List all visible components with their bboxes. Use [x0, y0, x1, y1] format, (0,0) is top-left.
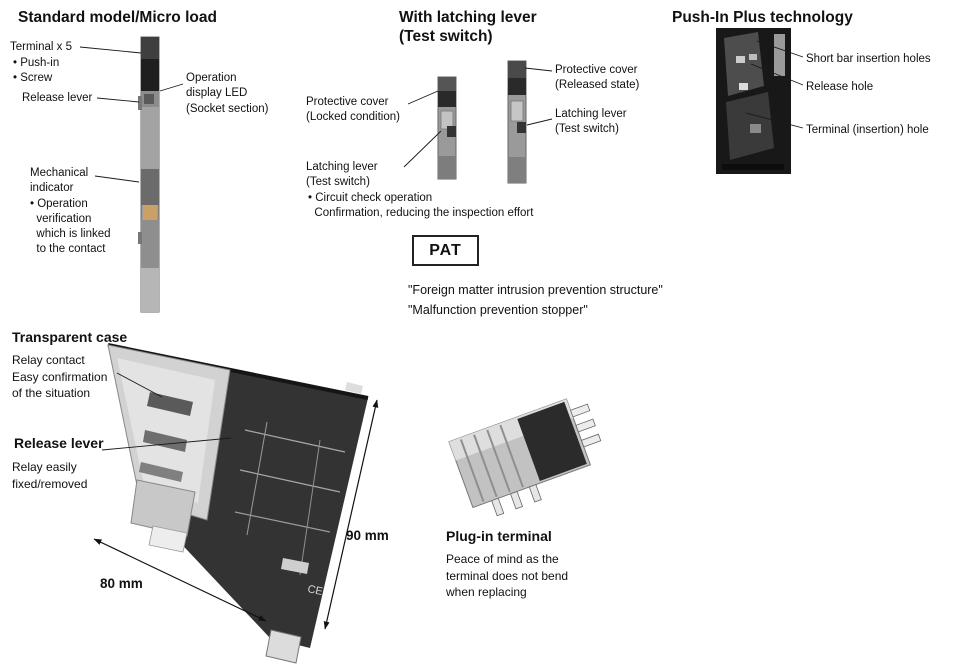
plug-in-terminal-photo — [448, 398, 602, 517]
pat-badge: PAT — [412, 235, 479, 266]
svg-text:CE: CE — [306, 583, 323, 598]
latching-lever-left-label: Latching lever (Test switch) — [306, 161, 378, 189]
latching-relay-locked-photo — [437, 76, 457, 180]
mechanical-indicator-label: Mechanical indicator • Operation verific… — [30, 167, 111, 256]
short-bar-holes-label: Short bar insertion holes — [806, 53, 931, 65]
plug-in-terminal-desc: Peace of mind as the terminal does not b… — [446, 552, 569, 600]
latching-lever-right-label: Latching lever (Test switch) — [555, 108, 627, 136]
terminal-bullets: • Push-in • Screw — [13, 57, 60, 85]
operation-led-label: Operation display LED (Socket section) — [186, 72, 269, 115]
terminal-hole-label: Terminal (insertion) hole — [806, 124, 929, 136]
transparent-case-relay-photo: CE — [107, 343, 369, 664]
malfunction-quote: "Malfunction prevention stopper" — [408, 303, 588, 317]
foreign-matter-quote: "Foreign matter intrusion prevention str… — [408, 283, 663, 297]
transparent-case-title: Transparent case — [12, 329, 128, 345]
pushin-section-title: Push-In Plus technology — [672, 9, 853, 26]
width-dimension-label: 80 mm — [100, 576, 143, 591]
height-dimension-label: 90 mm — [346, 528, 389, 543]
terminal-label: Terminal x 5 — [10, 41, 72, 53]
release-lever-title: Release lever — [14, 435, 104, 451]
latching-relay-released-photo — [507, 60, 527, 184]
latching-section-title: With latching lever (Test switch) — [399, 9, 537, 46]
release-lever-desc: Relay easily fixed/removed — [12, 460, 88, 491]
plug-in-terminal-title: Plug-in terminal — [446, 528, 552, 544]
protective-cover-locked-label: Protective cover (Locked condition) — [306, 96, 400, 124]
protective-cover-released-label: Protective cover (Released state) — [555, 64, 640, 92]
standard-section-title: Standard model/Micro load — [18, 9, 217, 26]
push-in-plus-photo — [716, 28, 791, 174]
latching-lever-notes: • Circuit check operation Confirmation, … — [308, 192, 534, 220]
release-hole-label: Release hole — [806, 81, 874, 93]
standard-relay-photo — [138, 36, 160, 313]
release-lever-label: Release lever — [22, 92, 93, 104]
transparent-case-desc: Relay contact Easy confirmation of the s… — [12, 353, 108, 401]
